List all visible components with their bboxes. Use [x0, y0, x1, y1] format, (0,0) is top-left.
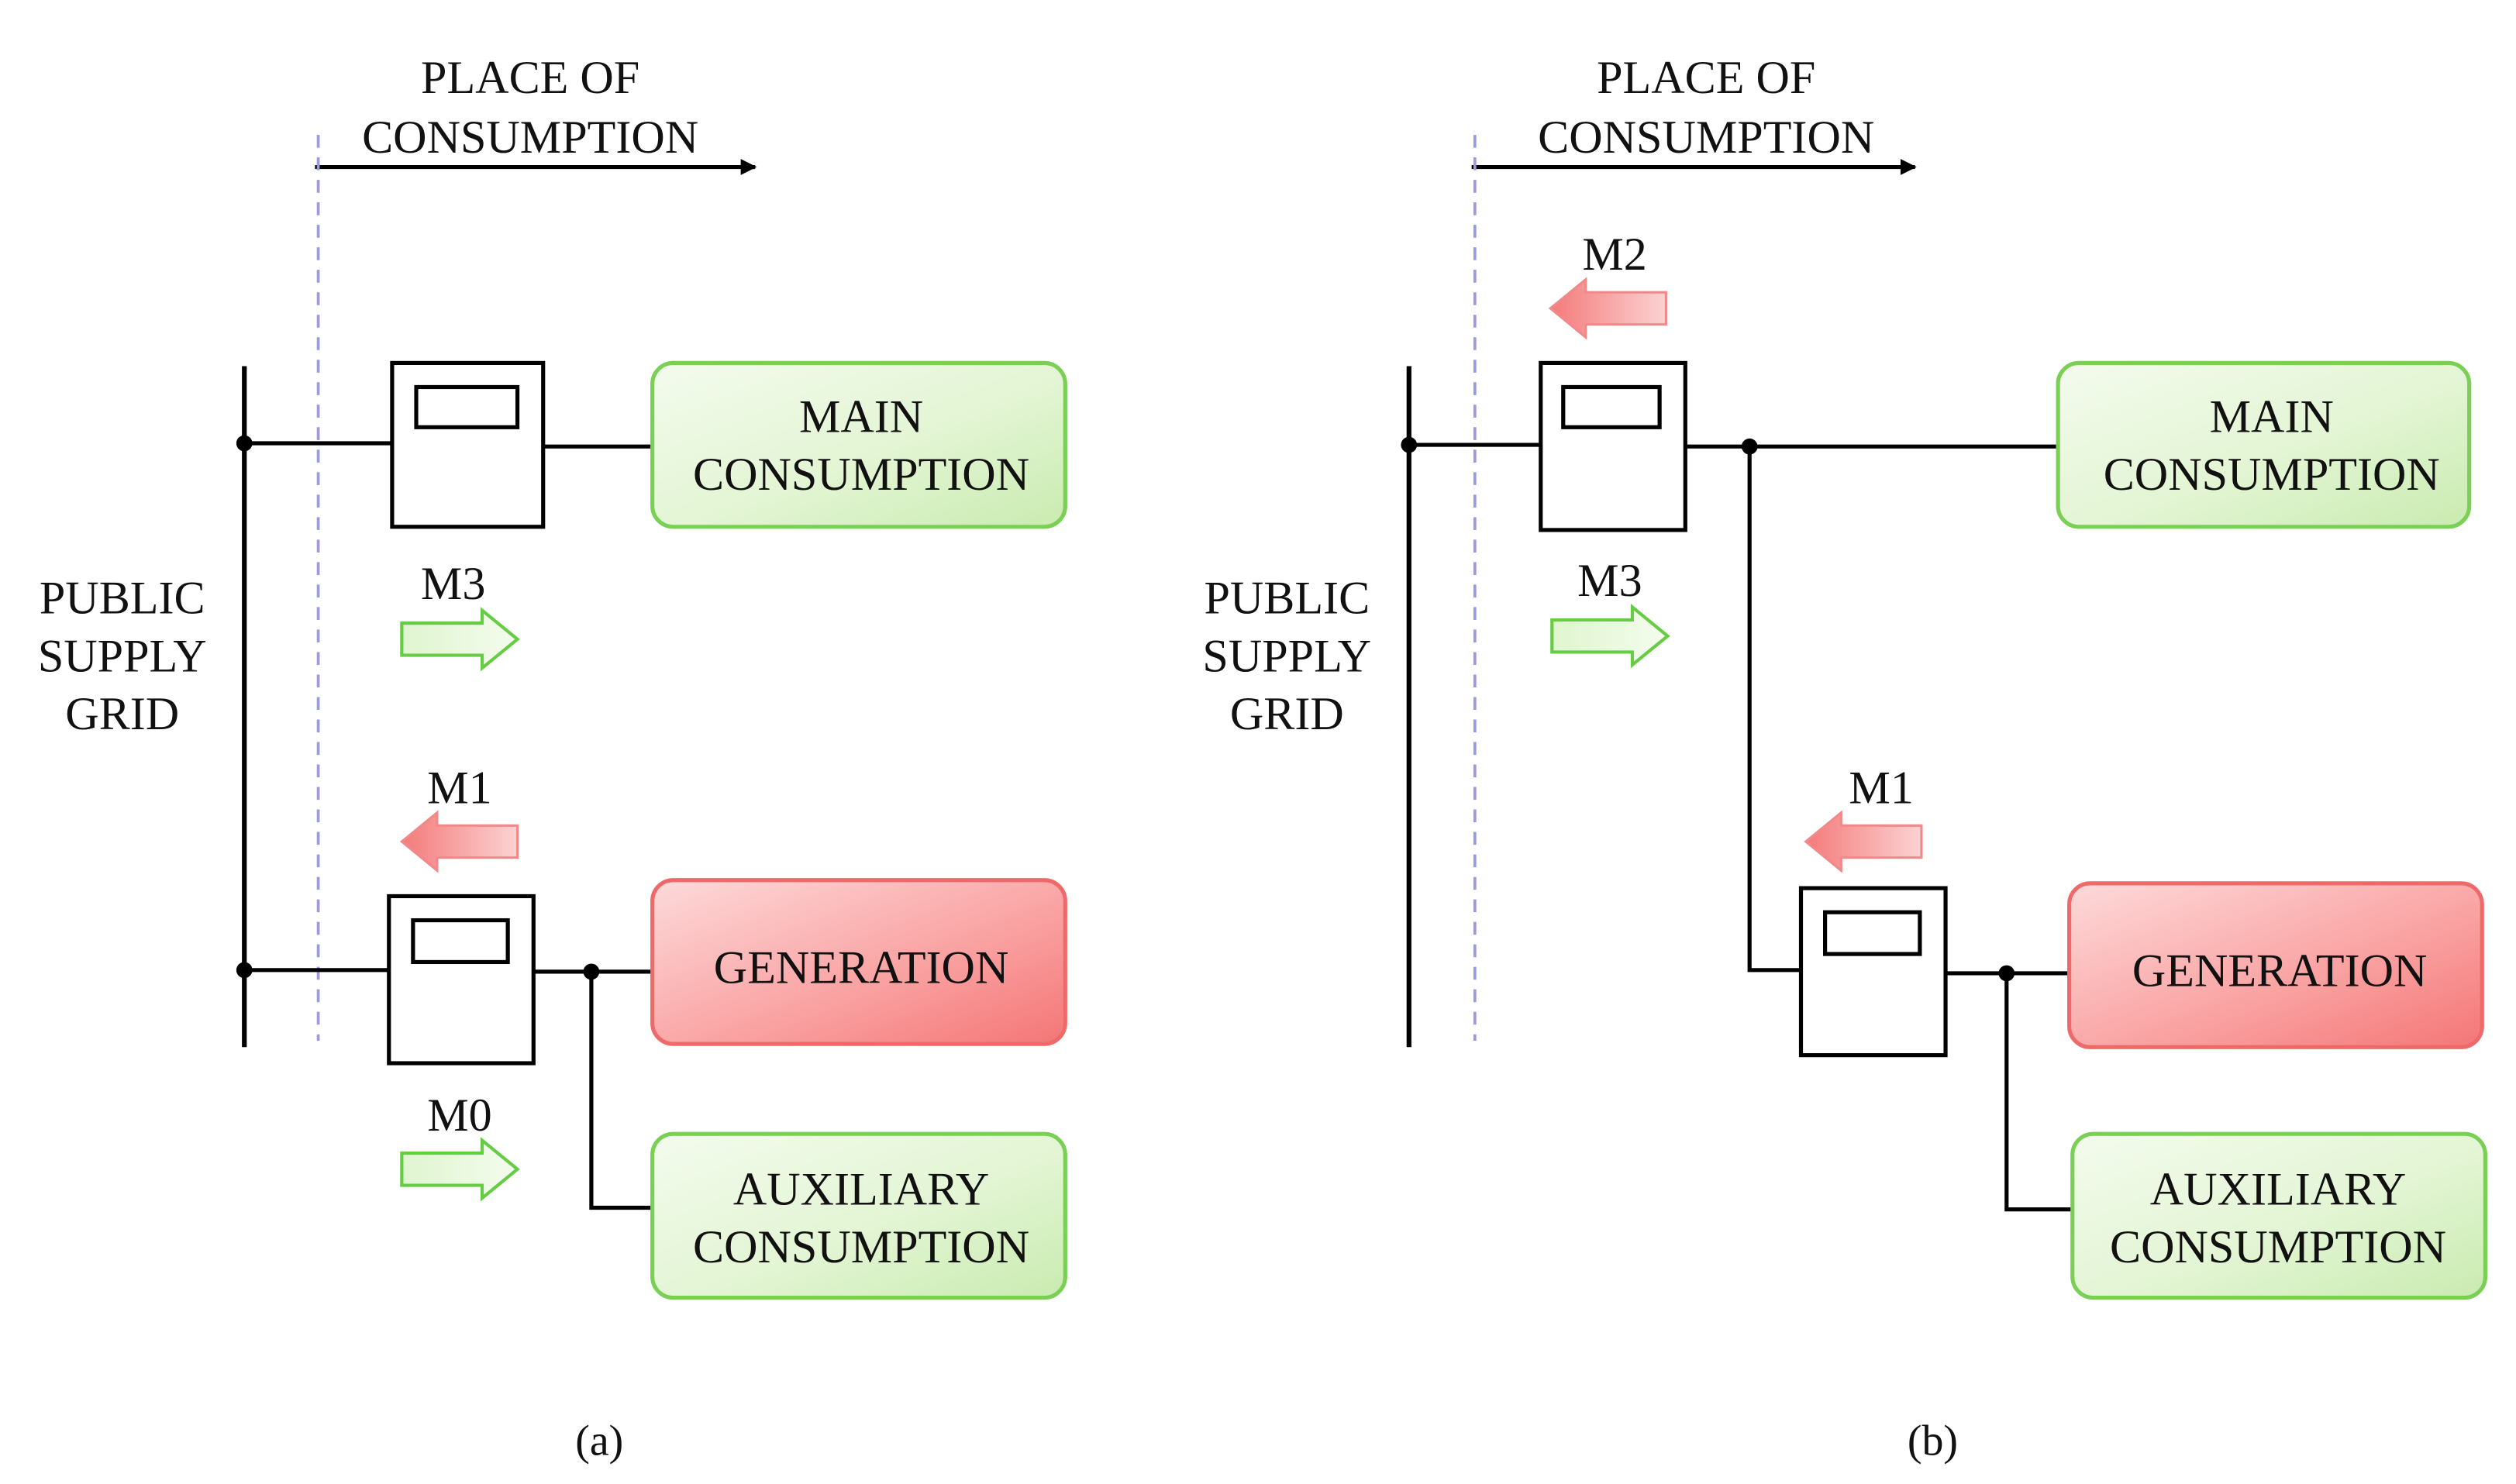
left-arrow-icon: [1548, 277, 1667, 340]
main-consumption-box: MAIN CONSUMPTION: [650, 360, 1067, 529]
right-arrow-icon: [400, 607, 520, 672]
generation-box: GENERATION: [2067, 881, 2484, 1049]
junction-dot: [236, 962, 253, 979]
wire-down: [1747, 446, 1801, 973]
generation-box: GENERATION: [650, 878, 1067, 1046]
m2-label: M2: [1582, 229, 1646, 281]
main-consumption-label-line2: CONSUMPTION: [693, 449, 1029, 501]
wire-auxiliary: [2004, 973, 2073, 1212]
auxiliary-consumption-label-line2: CONSUMPTION: [2110, 1221, 2446, 1273]
main-consumption-label-line1: MAIN: [799, 391, 923, 443]
m3-label: M3: [1577, 555, 1642, 607]
generation-label: GENERATION: [714, 942, 1009, 993]
m3-label: M3: [421, 558, 485, 610]
meter-icon: [1798, 886, 1948, 1058]
m0-label: M0: [427, 1090, 491, 1141]
caption-a: (a): [575, 1417, 623, 1465]
main-consumption-label-line1: MAIN: [2210, 391, 2334, 443]
left-arrow-icon: [1804, 810, 1923, 873]
place-label-line2: CONSUMPTION: [362, 112, 698, 164]
junction-dot: [236, 435, 253, 452]
auxiliary-consumption-box: AUXILIARY CONSUMPTION: [2070, 1131, 2487, 1300]
grid-label-line2: SUPPLY: [38, 630, 207, 682]
generation-label: GENERATION: [2132, 945, 2428, 997]
meter-icon: [390, 360, 546, 529]
place-label-line1: PLACE OF: [421, 52, 639, 104]
junction-dot: [1401, 436, 1418, 453]
place-label-line2: CONSUMPTION: [1538, 112, 1874, 164]
grid-label-line3: GRID: [1230, 688, 1344, 740]
panel-a: PLACE OF CONSUMPTION PUBLIC SUPPLY GRID …: [38, 52, 1067, 1465]
grid-label-line1: PUBLIC: [1204, 573, 1370, 625]
meter-icon: [1539, 360, 1687, 532]
auxiliary-consumption-box: AUXILIARY CONSUMPTION: [650, 1131, 1067, 1300]
grid-label-line1: PUBLIC: [40, 573, 205, 625]
main-consumption-label-line2: CONSUMPTION: [2104, 449, 2440, 501]
auxiliary-consumption-label-line1: AUXILIARY: [2150, 1163, 2407, 1215]
panel-b: PLACE OF CONSUMPTION PUBLIC SUPPLY GRID …: [1202, 52, 2487, 1465]
left-arrow-icon: [399, 810, 519, 873]
meter-icon: [387, 893, 536, 1066]
caption-b: (b): [1908, 1417, 1958, 1465]
grid-label-line3: GRID: [65, 688, 179, 740]
place-label-line1: PLACE OF: [1597, 52, 1815, 104]
m1-label: M1: [427, 762, 491, 814]
grid-label-line2: SUPPLY: [1202, 630, 1371, 682]
auxiliary-consumption-label-line1: AUXILIARY: [733, 1163, 990, 1215]
wire-auxiliary: [589, 971, 653, 1210]
main-consumption-box: MAIN CONSUMPTION: [2056, 360, 2472, 529]
right-arrow-icon: [400, 1137, 520, 1202]
auxiliary-consumption-label-line2: CONSUMPTION: [693, 1221, 1029, 1273]
m1-label: M1: [1849, 762, 1913, 814]
right-arrow-icon: [1550, 604, 1670, 669]
